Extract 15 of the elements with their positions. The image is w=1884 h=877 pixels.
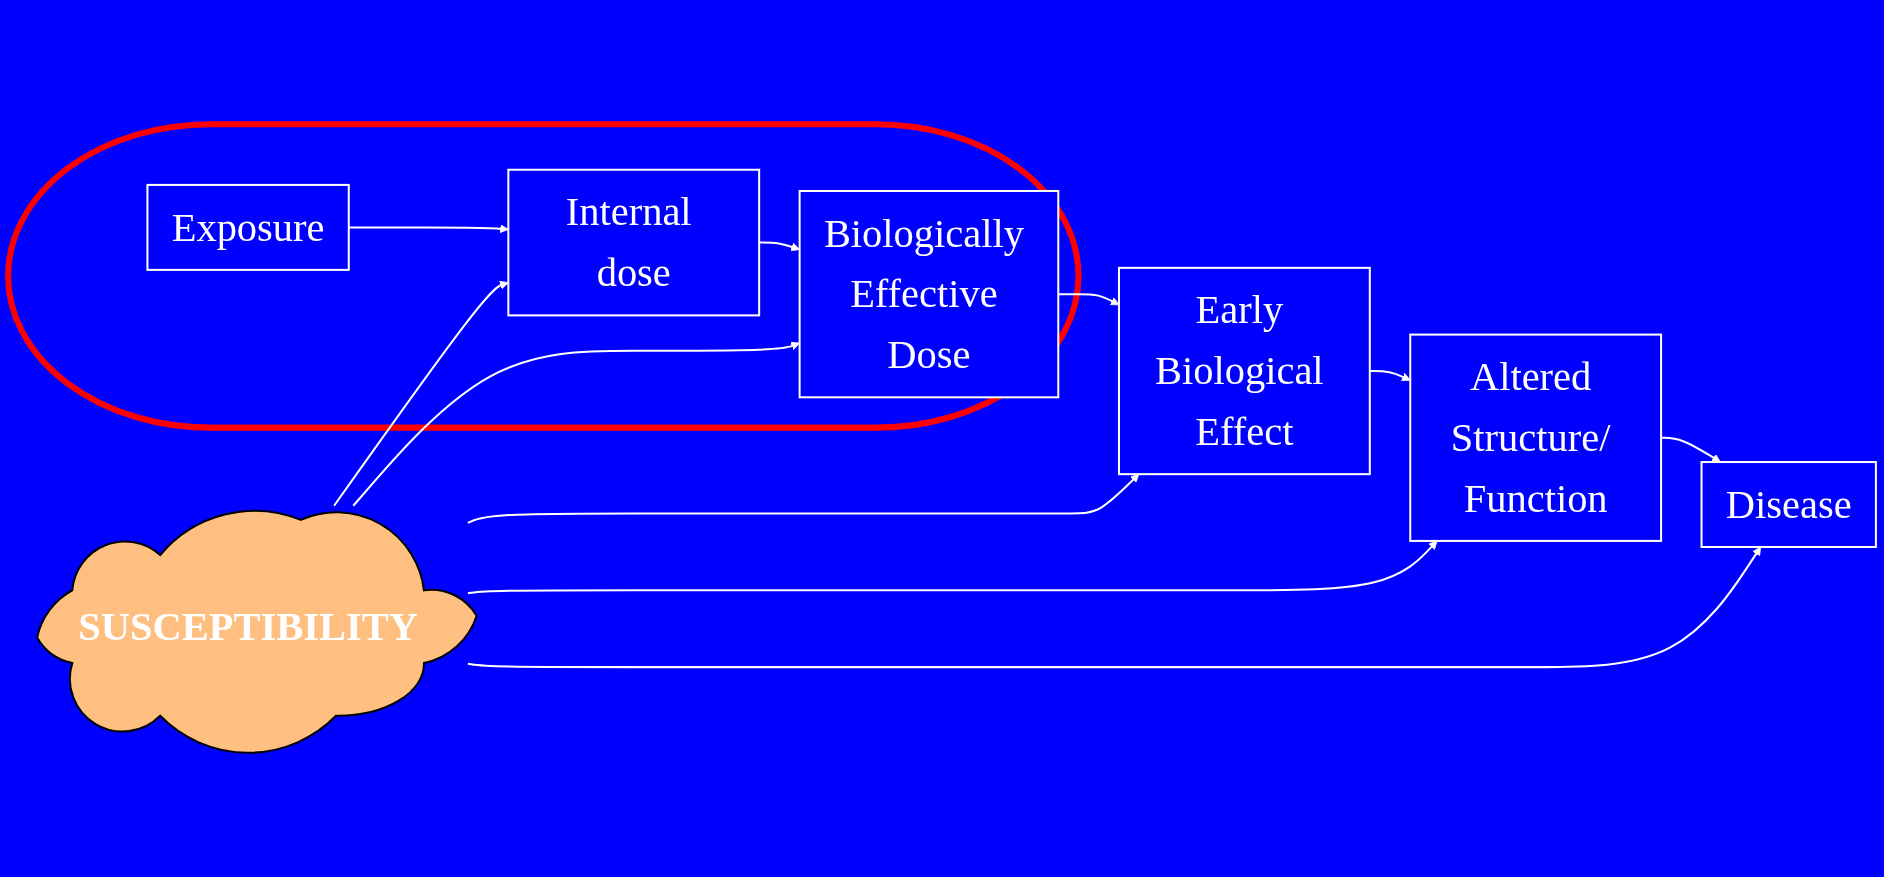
node-box: Early Biological Effect bbox=[1117, 266, 1371, 476]
node-box: Internal dose bbox=[507, 168, 761, 317]
node-box: Altered Structure/ Function bbox=[1409, 333, 1663, 542]
arrow bbox=[352, 341, 800, 507]
arrow bbox=[759, 241, 800, 252]
arrow bbox=[1369, 370, 1411, 381]
cluster bbox=[5, 121, 1082, 431]
node-box: Exposure bbox=[146, 183, 350, 271]
arrow bbox=[467, 540, 1438, 595]
arrow bbox=[348, 224, 509, 234]
arrow bbox=[333, 280, 509, 507]
node-box: Disease bbox=[1700, 461, 1877, 548]
arrow bbox=[1661, 436, 1721, 463]
node-box: Biologically Effective Dose bbox=[798, 189, 1060, 399]
arrow bbox=[467, 546, 1762, 669]
